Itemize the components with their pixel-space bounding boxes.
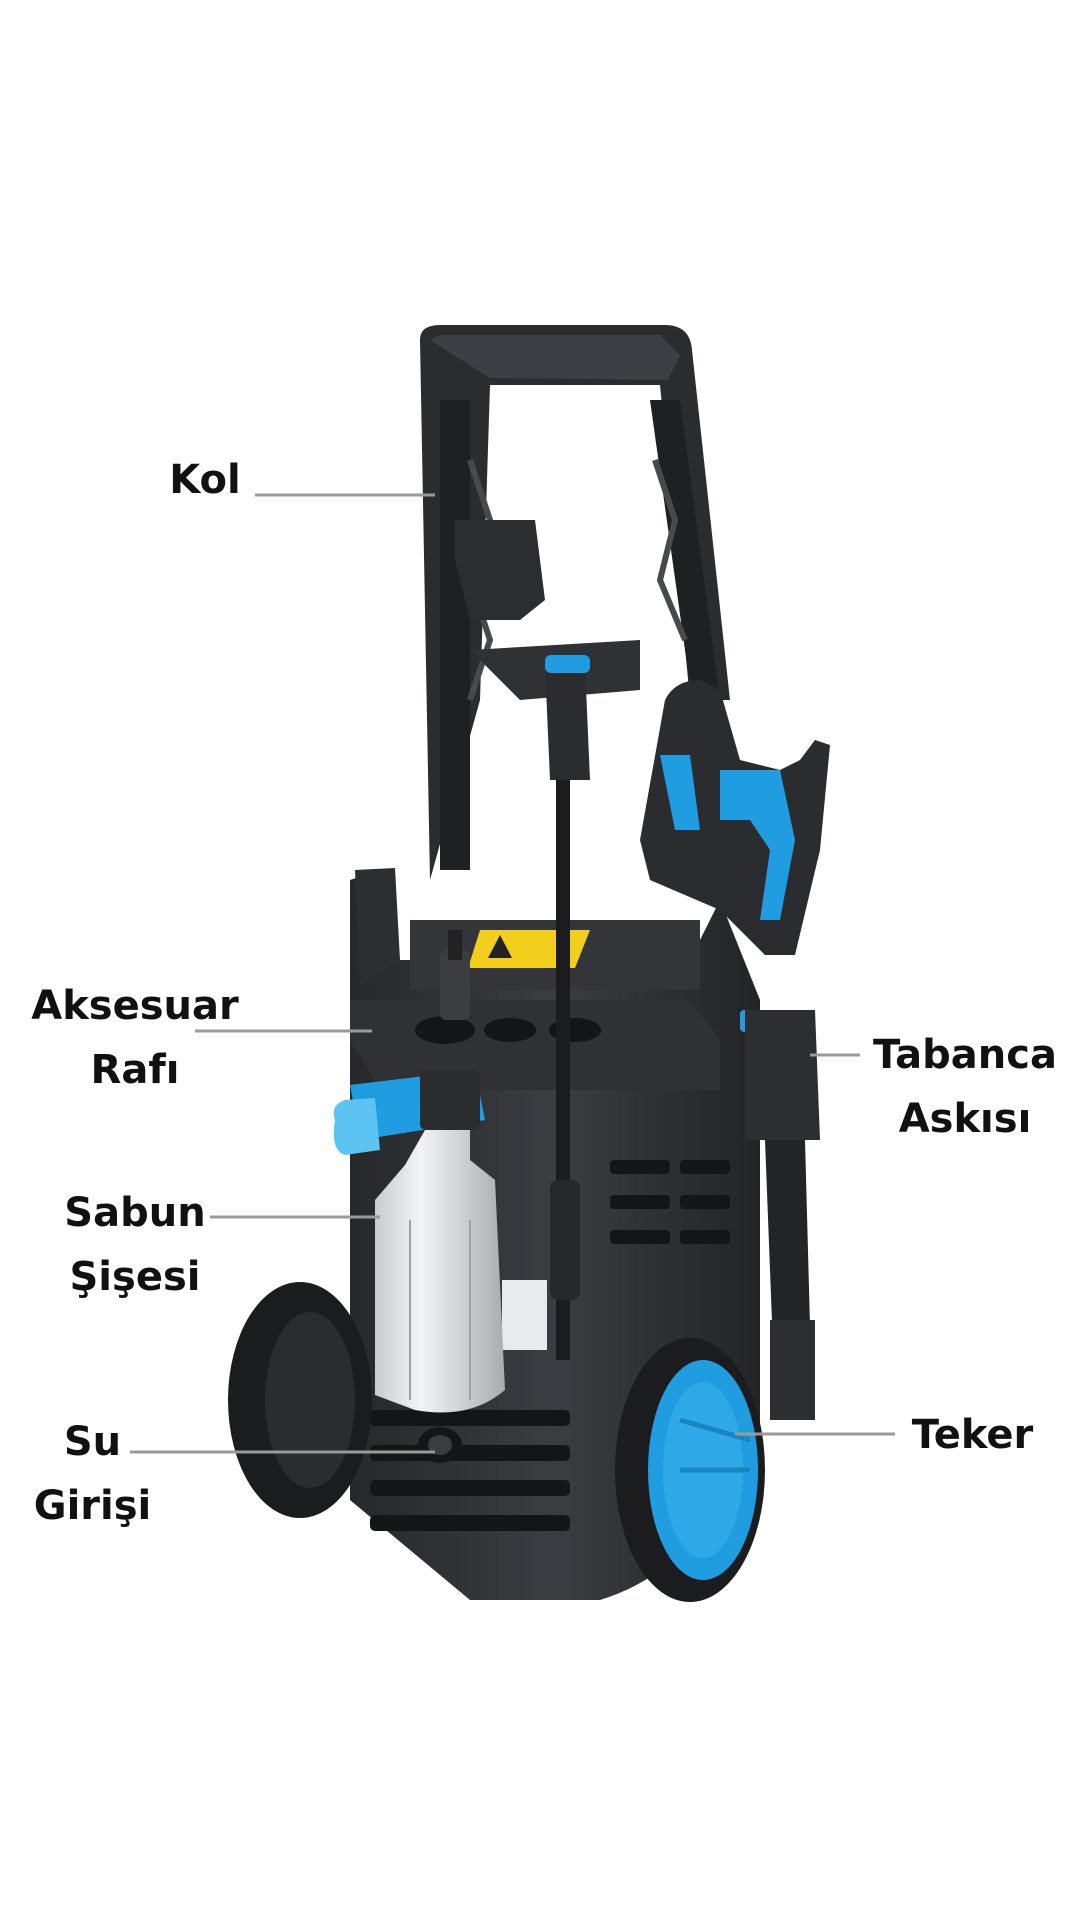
label-wheel-line-1: Teker [911,1412,1034,1458]
label-soap-bottle-line-2: Şişesi [69,1254,201,1300]
accessory-shelf [350,868,720,1090]
label-accessory-shelf-line-2: Rafı [90,1047,180,1093]
label-accessory-shelf-line-1: Aksesuar [31,983,239,1029]
water-inlet [418,1427,462,1463]
leader-lines [130,493,895,1454]
left-wheel [228,1282,372,1518]
label-handle-line-1: Kol [169,457,241,503]
label-gun-holder-line-2: Askısı [898,1096,1032,1142]
label-water-inlet-line-1: Su [63,1419,122,1465]
label-soap-bottle: Sabun Şişesi [50,1181,220,1309]
label-handle: Kol [150,448,260,512]
label-wheel: Teker [895,1403,1050,1467]
right-wheel [615,1338,765,1602]
label-water-inlet: Su Girişi [20,1410,165,1538]
spray-gun [640,680,830,1032]
label-accessory-shelf: Aksesuar Rafı [20,974,250,1102]
label-water-inlet-line-2: Girişi [33,1483,152,1529]
label-gun-holder-line-1: Tabanca [873,1032,1057,1078]
gun-holder [745,1010,820,1420]
label-gun-holder: Tabanca Askısı [860,1023,1070,1151]
handle-frame [420,325,730,880]
soap-bottle [333,1070,505,1413]
spray-lance [545,655,590,1360]
label-soap-bottle-line-1: Sabun [64,1190,206,1236]
